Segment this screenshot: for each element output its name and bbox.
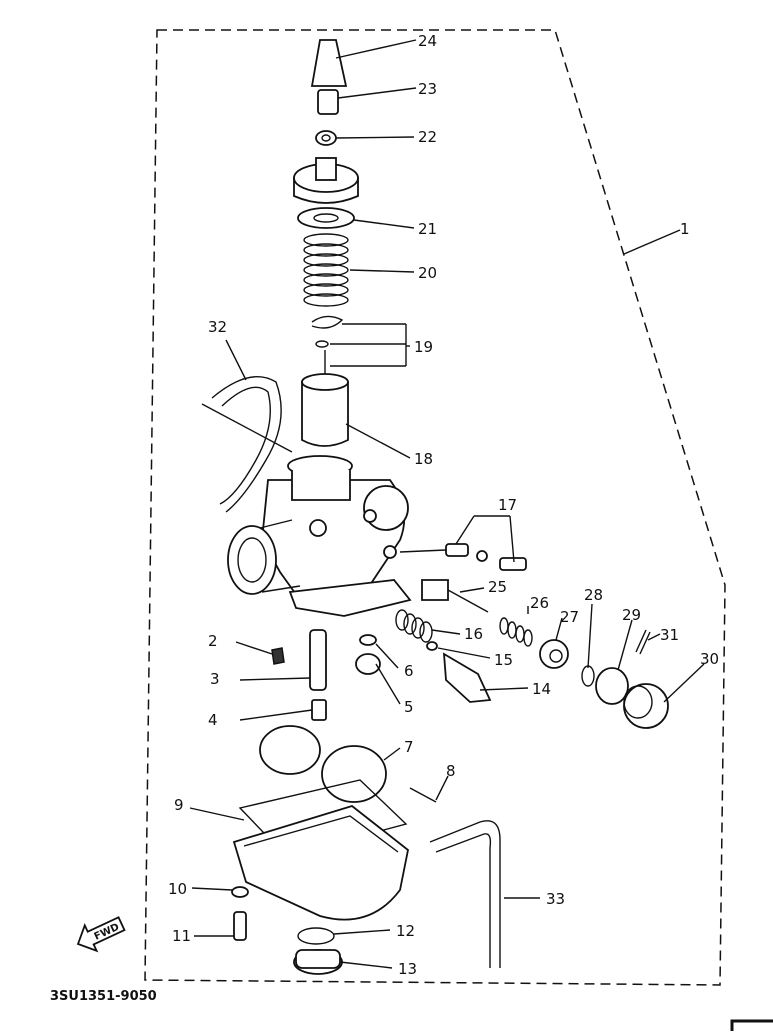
part-shapes	[211, 39, 669, 975]
fwd-arrow-icon: FWD	[76, 916, 126, 953]
part-label-1: 1	[680, 220, 690, 238]
part-label-11: 11	[172, 927, 191, 945]
part-label-9: 9	[174, 796, 184, 814]
part-label-29: 29	[622, 606, 641, 624]
part-label-20: 20	[418, 264, 437, 282]
part-label-3: 3	[210, 670, 220, 688]
part-label-28: 28	[584, 586, 603, 604]
part-labels: 1 2 3 4 5 6 7 8 9 10 11 12 13 14 15 16 1…	[168, 32, 719, 978]
part-label-8: 8	[446, 762, 456, 780]
leader-lines	[189, 39, 705, 969]
part-label-32: 32	[208, 318, 227, 336]
part-label-15: 15	[494, 651, 513, 669]
part-label-2: 2	[208, 632, 218, 650]
part-label-21: 21	[418, 220, 437, 238]
part-label-24: 24	[418, 32, 437, 50]
part-label-4: 4	[208, 711, 218, 729]
part-label-27: 27	[560, 608, 579, 626]
part-label-23: 23	[418, 80, 437, 98]
part-label-26: 26	[530, 594, 549, 612]
part-label-13: 13	[398, 960, 417, 978]
part-label-6: 6	[404, 662, 414, 680]
part-label-10: 10	[168, 880, 187, 898]
corner-fragment	[730, 1019, 773, 1031]
part-label-25: 25	[488, 578, 507, 596]
part-label-12: 12	[396, 922, 415, 940]
part-label-5: 5	[404, 698, 414, 716]
part-label-30: 30	[700, 650, 719, 668]
part-label-16: 16	[464, 625, 483, 643]
part-label-22: 22	[418, 128, 437, 146]
part-label-7: 7	[404, 738, 414, 756]
part-label-33: 33	[546, 890, 565, 908]
diagram-reference-code: 3SU1351-9050	[50, 989, 157, 1004]
part-label-18: 18	[414, 450, 433, 468]
part-label-14: 14	[532, 680, 551, 698]
part-label-19: 19	[414, 338, 433, 356]
part-label-17: 17	[498, 496, 517, 514]
part-label-31: 31	[660, 626, 679, 644]
